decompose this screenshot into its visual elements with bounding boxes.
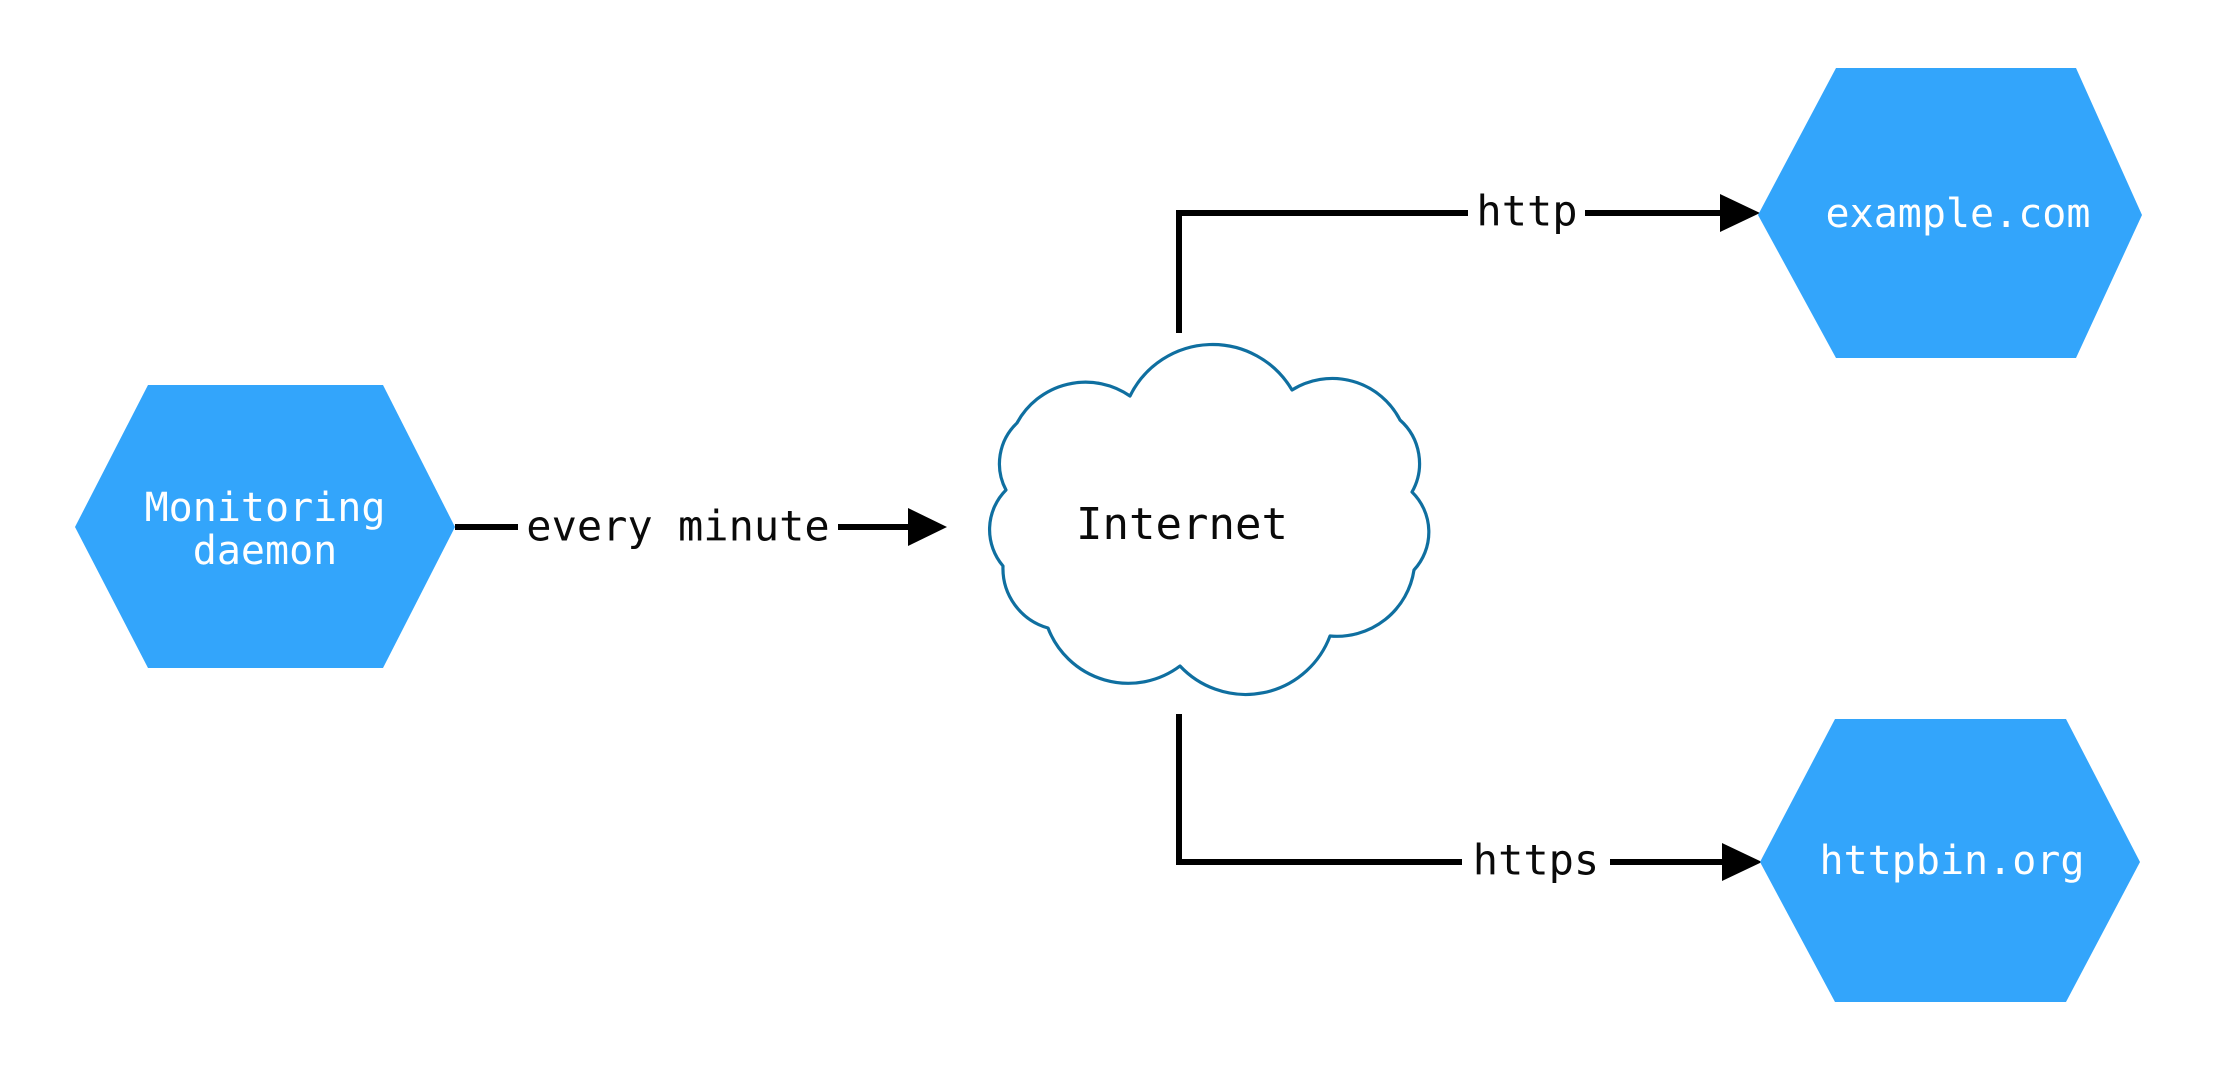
node-internet-cloud[interactable]: Internet bbox=[988, 342, 1431, 697]
node-label-line1: Monitoring bbox=[145, 485, 386, 531]
edge-label-every-minute: every minute bbox=[526, 502, 829, 551]
node-example-com[interactable]: example.com bbox=[1758, 68, 2142, 358]
arrow-head-icon bbox=[1720, 194, 1760, 232]
node-label-line2: daemon bbox=[193, 528, 338, 574]
arrow-head-icon bbox=[908, 508, 947, 546]
edge-internet-to-example[interactable]: http bbox=[1176, 187, 1760, 334]
node-label-httpbin-org: httpbin.org bbox=[1820, 838, 2085, 884]
node-label-internet: Internet bbox=[1076, 499, 1288, 550]
edge-daemon-to-internet[interactable]: every minute bbox=[455, 502, 947, 551]
node-label-example-com: example.com bbox=[1826, 191, 2091, 237]
node-monitoring-daemon[interactable]: Monitoring daemon bbox=[75, 385, 455, 668]
arrow-head-icon bbox=[1722, 843, 1762, 881]
edge-label-https: https bbox=[1473, 836, 1599, 885]
edge-internet-to-httpbin[interactable]: https bbox=[1176, 714, 1762, 885]
cloud-shape bbox=[988, 342, 1431, 697]
node-httpbin-org[interactable]: httpbin.org bbox=[1760, 719, 2140, 1002]
hexagon-shape bbox=[1758, 68, 2142, 358]
edge-label-http: http bbox=[1476, 187, 1577, 236]
hexagon-shape bbox=[75, 385, 455, 668]
hexagon-shape bbox=[1760, 719, 2140, 1002]
